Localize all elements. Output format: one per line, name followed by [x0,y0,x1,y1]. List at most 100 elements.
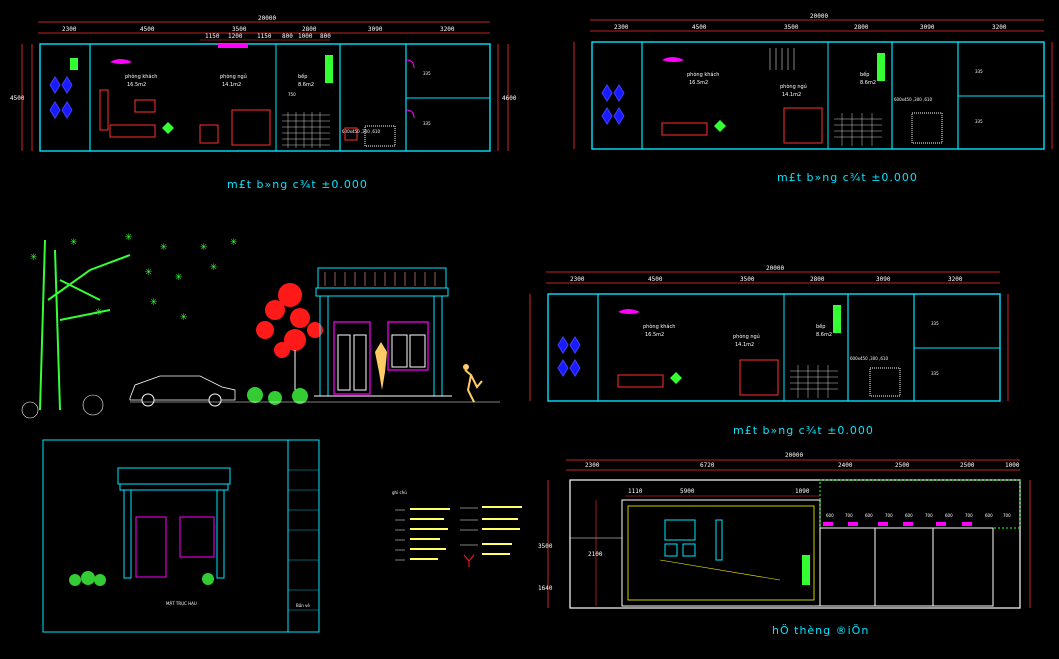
elec-dim: 2500 [960,462,975,469]
elec-dim: 1000 [1005,462,1020,469]
plan-title: m£t b»ng c¾t ±0.000 [227,178,368,191]
elec-total-dim: 20000 [785,452,803,459]
elec-dim: 2400 [838,462,853,469]
room-label: phòng ngủ [220,73,247,80]
plan1-dim: 3500 [232,26,247,33]
plan3-dim: 3090 [876,276,891,283]
room-label: bếp [860,71,869,78]
plan2-dim: 3090 [920,24,935,31]
room-area: 16.5m2 [645,332,664,338]
room-area: 14.1m2 [735,342,754,348]
room-label: phòng khách [643,323,675,330]
svg-text:✳: ✳ [210,259,217,273]
elec-dim: 2500 [895,462,910,469]
svg-text:✳: ✳ [175,269,182,283]
room-area: 8.6m2 [298,82,314,88]
plan-note: 335 [423,121,431,126]
svg-text:✳: ✳ [230,234,237,248]
svg-text:✳: ✳ [70,234,77,248]
elec-row-dim: 600 [865,513,873,518]
svg-text:✳: ✳ [30,249,37,263]
elec-side-dim: 1640 [538,585,553,592]
plan2-dim: 4500 [692,24,707,31]
sheet-label: Bản vẽ [296,603,310,608]
elec-row-dim: 600 [985,513,993,518]
elec-row-dim: 600 [826,513,834,518]
svg-text:✳: ✳ [95,304,102,318]
plan1-side-dim: 4600 [502,95,517,102]
plan3-dim: 4500 [648,276,663,283]
legend: ghi chú [392,490,522,567]
room-label: phòng khách [687,71,719,78]
svg-text:✳: ✳ [150,294,157,308]
plan-title: m£t b»ng c¾t ±0.000 [777,171,918,184]
room-area: 14.1m2 [222,82,241,88]
sheet-caption: MẶT TRỤC HẠU [166,601,197,606]
room-label: phòng ngủ [733,333,760,340]
elec-side-dim: 2100 [588,551,603,558]
plan1-dim: 2800 [302,26,317,33]
room-area: 8.6m2 [860,80,876,86]
plan1-dim: 3090 [368,26,383,33]
plan3-total-dim: 20000 [766,265,784,272]
plan1-subdim: 1200 [228,33,243,40]
elec-subdim: 5900 [680,488,695,495]
plan-note: 335 [931,371,939,376]
plan-note: 600x450 ,300 ,610 [342,129,380,134]
svg-text:✳: ✳ [125,229,132,243]
plan3-dim: 2800 [810,276,825,283]
elec-row-dim: 700 [885,513,893,518]
drawing-sheet: Bản vẽ MẶT TRỤC HẠU [42,439,320,633]
elec-row-dim: 700 [1003,513,1011,518]
plan2-total-dim: 20000 [810,13,828,20]
elec-row-dim: 600 [945,513,953,518]
plan1-dim: 2300 [62,26,77,33]
plan1-subdim: 1000 [298,33,313,40]
plan1-dim: 3200 [440,26,455,33]
plan3-dim: 3200 [948,276,963,283]
electrical-title: hÖ thèng ®iÖn [772,624,869,637]
plan-note: 335 [975,69,983,74]
plan-note: 335 [931,321,939,326]
room-label: phòng khách [125,73,157,80]
plan1-total-dim: 20000 [258,15,276,22]
plan-note: 600x450 ,300 ,610 [850,356,888,361]
plan1-side-dim: 4500 [10,95,25,102]
plan1-dim: 4500 [140,26,155,33]
svg-text:✳: ✳ [160,239,167,253]
room-label: bếp [816,323,825,330]
floor-plan-3: 20000 2300 4500 3500 2800 3090 3200 phòn… [529,265,1009,437]
elec-subdim: 1090 [795,488,810,495]
floor-plan-1: 20000 2300 4500 3500 2800 3090 3200 1150… [10,15,517,191]
plan1-subdim: 800 [282,33,293,40]
plan1-subdim: 1150 [205,33,220,40]
elec-dim: 6720 [700,462,715,469]
plan2-dim: 3500 [784,24,799,31]
plan1-subdim: 800 [320,33,331,40]
room-area: 16.5m2 [689,80,708,86]
plan2-dim: 2300 [614,24,629,31]
plan-note: 335 [975,119,983,124]
elec-row-dim: 700 [925,513,933,518]
room-label: bếp [298,73,307,80]
plan1-subdim: 1150 [257,33,272,40]
svg-text:✳: ✳ [180,309,187,323]
elec-row-dim: 700 [845,513,853,518]
room-area: 14.1m2 [782,92,801,98]
elec-row-dim: 600 [905,513,913,518]
svg-text:✳: ✳ [200,239,207,253]
elec-dim: 2300 [585,462,600,469]
electrical-plan: 20000 2300 6720 2400 2500 2500 1000 1110… [538,452,1031,637]
room-area: 16.5m2 [127,82,146,88]
plan3-dim: 3500 [740,276,755,283]
elec-subdim: 1110 [628,488,643,495]
room-label: phòng ngủ [780,83,807,90]
front-elevation-scene: ✳✳ ✳✳ ✳✳ ✳✳ ✳✳ ✳✳ [21,229,500,419]
elec-side-dim: 3500 [538,543,553,550]
floor-plan-2: 20000 2300 4500 3500 2800 3090 3200 phòn… [573,13,1053,184]
plan-note: 750 [288,92,296,97]
plan2-dim: 3200 [992,24,1007,31]
room-area: 8.6m2 [816,332,832,338]
legend-title: ghi chú [392,490,407,495]
